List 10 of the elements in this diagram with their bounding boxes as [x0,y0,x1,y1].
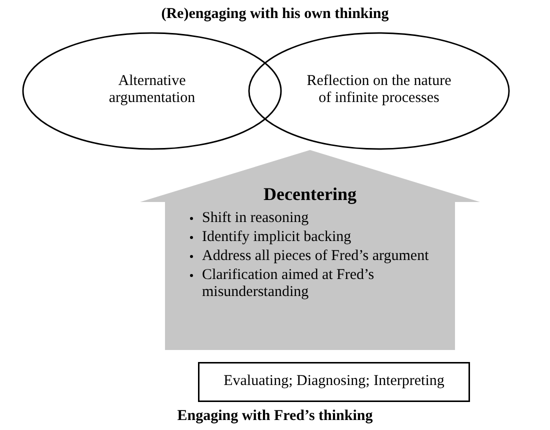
bullet-text: Clarification aimed at Fred’s misunderstanding [202,267,376,301]
bullet-text: Address all pieces of Fred’s argument [202,248,430,265]
diagram-title: (Re)engaging with his own thinking [160,6,390,23]
node-label: Reflection on the nature of infinite processes [306,73,452,107]
node-label: Alternative argumentation [108,73,196,107]
node-label: Evaluating; Diagnosing; Interpreting [222,373,446,390]
bullet-text: Identify implicit backing [202,229,352,246]
node-heading: Decentering [262,184,358,204]
diagram-caption: Engaging with Fred’s thinking [176,408,374,425]
bullet-text: Shift in reasoning [202,210,310,227]
